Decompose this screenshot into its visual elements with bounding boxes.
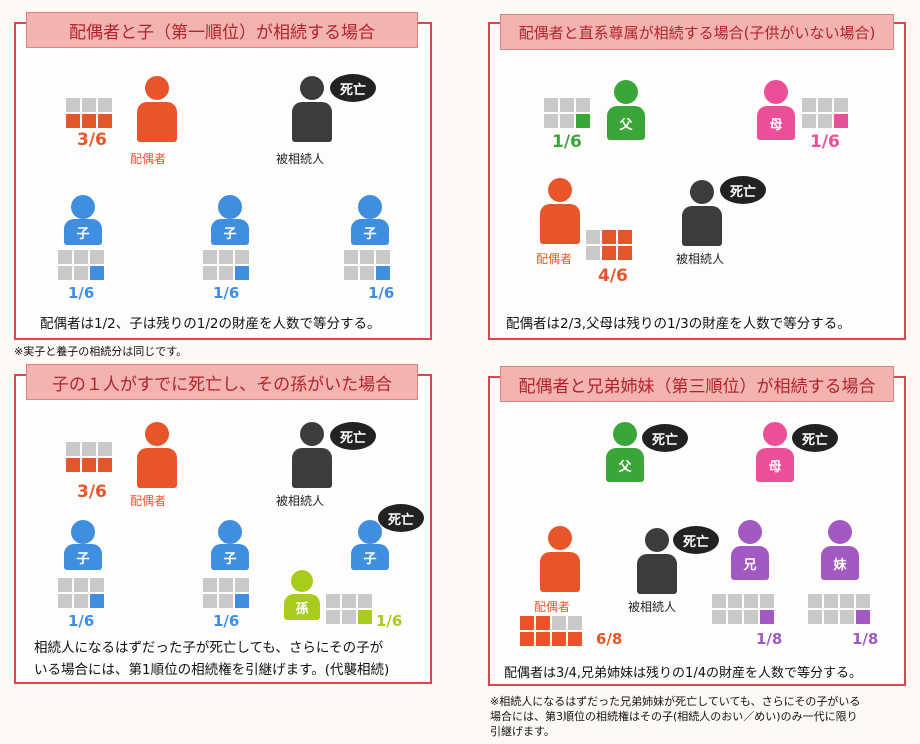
- spouse-fraction: 3/6: [77, 130, 107, 150]
- child-share-grid: [203, 578, 249, 608]
- panel-3-caption-line-1: 相続人になるはずだった子が死亡しても、さらにその子が: [34, 640, 384, 656]
- brother-share-grid: [712, 594, 774, 624]
- child-share-grid: [344, 250, 390, 280]
- spouse-label: 配偶者: [130, 152, 167, 166]
- spouse-fraction: 3/6: [77, 482, 107, 502]
- panel-1-title: 配偶者と子（第一順位）が相続する場合: [26, 12, 418, 48]
- spouse-fraction: 4/6: [598, 266, 628, 286]
- mother-fraction: 1/6: [810, 132, 840, 152]
- panel-3-title: 子の１人がすでに死亡し、その孫がいた場合: [26, 364, 418, 400]
- spouse-fraction: 6/8: [596, 630, 623, 648]
- spouse-label: 配偶者: [536, 252, 573, 266]
- footnote-siblings-line-2: 場合には、第3順位の相続権はその子(相続人のおい／めい)のみ一代に限り: [490, 710, 858, 723]
- sister-share-grid: [808, 594, 870, 624]
- footnote-siblings-line-3: 引継げます。: [490, 725, 555, 738]
- decedent-label: 被相続人: [276, 494, 325, 508]
- footnote-siblings-line-1: ※相続人になるはずだった兄弟姉妹が死亡していても、さらにその子がいる: [490, 695, 861, 708]
- mother-share-grid: [802, 98, 848, 128]
- spouse-share-grid: [586, 230, 632, 260]
- deceased-badge: 死亡: [330, 422, 376, 450]
- child-fraction: 1/6: [368, 284, 395, 302]
- spouse-label: 配偶者: [130, 494, 167, 508]
- panel-2-caption: 配偶者は2/3,父母は残りの1/3の財産を人数で等分する。: [506, 316, 851, 332]
- deceased-badge: 死亡: [642, 424, 688, 452]
- deceased-badge: 死亡: [330, 74, 376, 102]
- deceased-badge: 死亡: [792, 424, 838, 452]
- child-share-grid: [58, 578, 104, 608]
- child-fraction: 1/6: [68, 284, 95, 302]
- grandchild-share-grid: [326, 594, 372, 624]
- sister-fraction: 1/8: [852, 630, 879, 648]
- panel-1-caption: 配偶者は1/2、子は残りの1/2の財産を人数で等分する。: [40, 316, 381, 332]
- footnote-adopted-children: ※実子と養子の相続分は同じです。: [14, 345, 188, 358]
- brother-fraction: 1/8: [756, 630, 783, 648]
- grandchild-fraction: 1/6: [376, 612, 403, 630]
- deceased-badge: 死亡: [378, 504, 424, 532]
- decedent-label: 被相続人: [676, 252, 725, 266]
- deceased-badge: 死亡: [673, 526, 719, 554]
- panel-4-title: 配偶者と兄弟姉妹（第三順位）が相続する場合: [500, 366, 894, 402]
- child-fraction: 1/6: [213, 284, 240, 302]
- panel-3-caption-line-2: いる場合には、第1順位の相続権を引継げます。(代襲相続): [34, 662, 390, 678]
- spouse-share-grid: [66, 442, 112, 472]
- spouse-label: 配偶者: [534, 600, 571, 614]
- spouse-share-grid: [520, 616, 582, 646]
- child-fraction: 1/6: [213, 612, 240, 630]
- father-fraction: 1/6: [552, 132, 582, 152]
- panel-2-title: 配偶者と直系尊属が相続する場合(子供がいない場合): [500, 14, 894, 50]
- deceased-badge: 死亡: [720, 176, 766, 204]
- decedent-label: 被相続人: [628, 600, 677, 614]
- decedent-label: 被相続人: [276, 152, 325, 166]
- panel-4-caption: 配偶者は3/4,兄弟姉妹は残りの1/4の財産を人数で等分する。: [504, 666, 862, 681]
- child-fraction: 1/6: [68, 612, 95, 630]
- child-share-grid: [58, 250, 104, 280]
- spouse-share-grid: [66, 98, 112, 128]
- father-share-grid: [544, 98, 590, 128]
- child-share-grid: [203, 250, 249, 280]
